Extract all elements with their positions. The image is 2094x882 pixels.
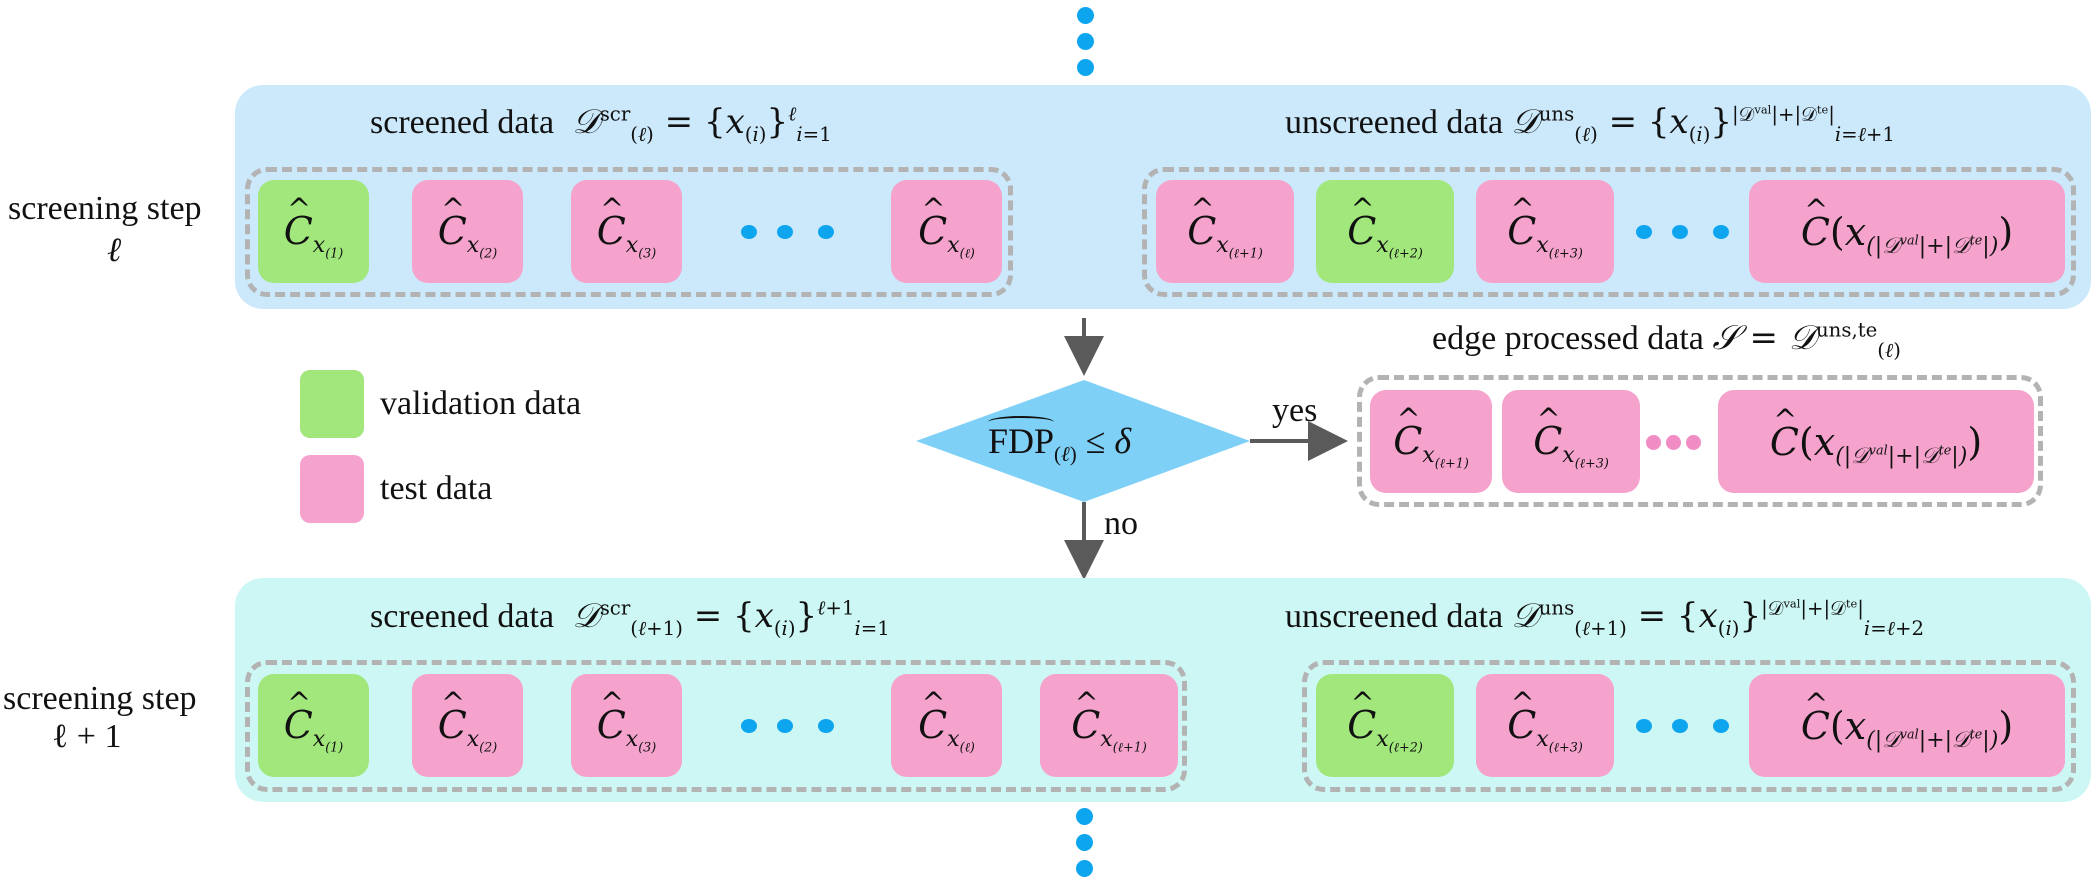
no-label: no: [1104, 505, 1138, 542]
unscreened-group-bottom: [1302, 660, 2076, 792]
ellipsis-dot: [777, 719, 793, 733]
legend-test-label: test data: [380, 470, 493, 507]
screened-data-title-top: screened data 𝒟scr(ℓ) = {x(i)}ℓi=1: [370, 102, 832, 146]
ellipsis-dot: [1077, 33, 1094, 50]
score-box-test: Cx(ℓ): [891, 180, 1002, 283]
decision-diamond: [916, 380, 1250, 502]
score-box-test: Cx(2): [412, 674, 523, 777]
ellipsis-dot: [1713, 719, 1729, 733]
ellipsis-dot: [1076, 808, 1093, 825]
score-box-test: Cx(2): [412, 180, 523, 283]
ellipsis-dot: [1686, 435, 1701, 450]
score-box-test: Cx(3): [571, 674, 682, 777]
score-box-validation: Cx(1): [258, 674, 369, 777]
ellipsis-dot: [1636, 225, 1652, 239]
unscreened-data-title-bottom: unscreened data 𝒟uns(ℓ+1) = {x(i)}|𝒟val|…: [1285, 596, 1924, 640]
ellipsis-dot: [1077, 7, 1094, 24]
score-box-test: Cx(ℓ+1): [1156, 180, 1294, 283]
ellipsis-dot: [777, 225, 793, 239]
score-box-test: Cx(ℓ+1): [1370, 390, 1492, 493]
unscreened-data-title-top: unscreened data 𝒟uns(ℓ) = {x(i)}|𝒟val|+|…: [1285, 102, 1895, 146]
ellipsis-dot: [1672, 225, 1688, 239]
ellipsis-dot: [1076, 860, 1093, 877]
screened-group-top: [245, 167, 1013, 297]
step-label-bottom: screening step: [3, 680, 197, 717]
ellipsis-dot: [741, 719, 757, 733]
step-number-bottom: ℓ + 1: [52, 718, 122, 755]
score-box-test: Cx(ℓ+3): [1502, 390, 1640, 493]
ellipsis-dot: [741, 225, 757, 239]
edge-processed-group: [1357, 375, 2043, 507]
score-box-test: C(x(|𝒟val|+|𝒟te|)): [1749, 180, 2065, 283]
ellipsis-dot: [1076, 834, 1093, 851]
step-label-top: screening step: [8, 190, 202, 227]
ellipsis-dot: [818, 225, 834, 239]
ellipsis-dot: [1077, 59, 1094, 76]
score-box-validation: Cx(ℓ+2): [1316, 674, 1454, 777]
legend-test-swatch: [300, 455, 364, 523]
yes-label: yes: [1272, 392, 1318, 429]
score-box-test: Cx(3): [571, 180, 682, 283]
ellipsis-dot: [1666, 435, 1681, 450]
unscreened-group-top: [1142, 167, 2076, 297]
score-box-validation: Cx(ℓ+2): [1316, 180, 1454, 283]
score-box-test: Cx(ℓ+1): [1040, 674, 1178, 777]
score-box-test: Cx(ℓ): [891, 674, 1002, 777]
score-box-test: Cx(ℓ+3): [1476, 180, 1614, 283]
decision-condition: FDP(ℓ) ≤ δ: [988, 415, 1132, 467]
legend-validation-swatch: [300, 370, 364, 438]
ellipsis-dot: [1636, 719, 1652, 733]
score-box-test: C(x(|𝒟val|+|𝒟te|)): [1718, 390, 2034, 493]
ellipsis-dot: [1646, 435, 1661, 450]
ellipsis-dot: [1713, 225, 1729, 239]
ellipsis-dot: [1672, 719, 1688, 733]
score-box-test: Cx(ℓ+3): [1476, 674, 1614, 777]
score-box-validation: Cx(1): [258, 180, 369, 283]
screened-group-bottom: [245, 660, 1187, 792]
legend-validation-label: validation data: [380, 385, 582, 422]
edge-processed-title: edge processed data 𝒮 = 𝒟uns,te(ℓ): [1432, 318, 1901, 362]
step-number-top: ℓ: [107, 232, 122, 269]
score-box-test: C(x(|𝒟val|+|𝒟te|)): [1749, 674, 2065, 777]
ellipsis-dot: [818, 719, 834, 733]
screened-data-title-bottom: screened data 𝒟scr(ℓ+1) = {x(i)}ℓ+1i=1: [370, 596, 890, 640]
